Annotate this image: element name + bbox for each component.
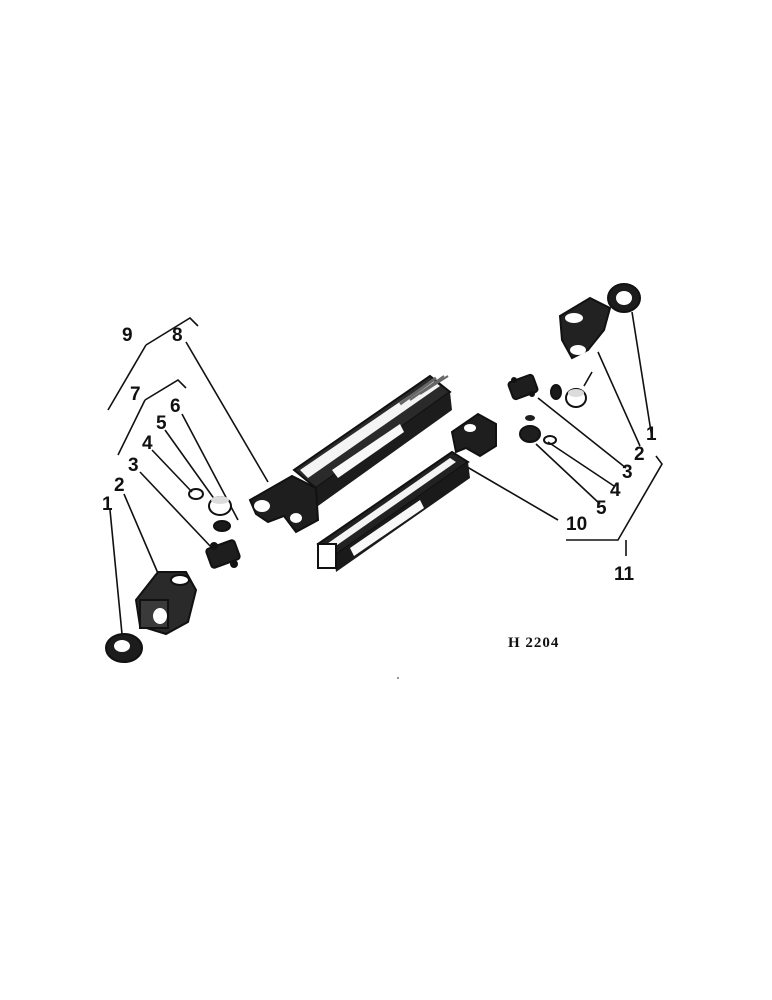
callout-right-3: 3: [622, 462, 633, 483]
left-yoke-2: [134, 571, 198, 636]
callout-9: 9: [122, 325, 133, 346]
callout-right-5: 5: [596, 498, 607, 519]
bracket-11: [566, 455, 663, 541]
leader-2: [123, 493, 161, 579]
right-cross-spider-3: [507, 373, 539, 401]
leader-3: [139, 471, 213, 549]
left-bearing-cup-5: [208, 496, 232, 516]
right-yoke-2: [558, 296, 612, 360]
callout-4: 4: [142, 433, 153, 454]
outer-shaft-tube: [292, 374, 452, 506]
right-snap-ring-4: [543, 435, 557, 445]
bracket-9: [145, 316, 199, 346]
figure-code: H 2204: [508, 635, 559, 651]
bracket-7: [144, 378, 187, 401]
callout-1: 1: [102, 494, 113, 515]
leader-r5: [535, 443, 601, 505]
shaft-yoke-10: [450, 412, 497, 458]
callout-5: 5: [156, 413, 167, 434]
leader-8: [185, 341, 269, 483]
callout-right-1: 1: [646, 424, 657, 445]
snap-ring-tab: [583, 371, 593, 387]
leader-9: [107, 344, 147, 411]
callout-6: 6: [170, 396, 181, 417]
leader-7: [117, 399, 146, 456]
right-bearing-cup-5-upper: [565, 371, 593, 408]
inner-shaft-tube: [316, 450, 470, 572]
leader-r1: [631, 311, 653, 439]
right-leader-lines: [461, 311, 663, 556]
left-leader-lines: [107, 316, 269, 635]
callout-10: 10: [566, 514, 587, 535]
callout-2: 2: [114, 475, 125, 496]
leader-10: [461, 463, 559, 521]
leader-1: [109, 509, 123, 635]
leader-5: [164, 429, 216, 501]
left-seal-ring-1: [105, 633, 143, 663]
stray-mark: [397, 677, 399, 679]
leader-r3: [537, 397, 627, 469]
leader-4: [151, 449, 193, 493]
callout-3: 3: [128, 455, 139, 476]
callout-11: 11: [614, 564, 635, 585]
leader-r4: [547, 441, 615, 487]
callout-right-4: 4: [610, 480, 621, 501]
left-cross-spider-3: [205, 539, 241, 569]
callout-7: 7: [130, 384, 141, 405]
right-seal-ring-1: [607, 283, 641, 313]
callout-right-2: 2: [634, 444, 645, 465]
left-snap-ring-4: [188, 488, 204, 500]
shaft-yoke-8: [248, 474, 320, 534]
leader-r2: [597, 351, 641, 447]
right-bearing-cup-5-lower: [519, 415, 541, 443]
right-seal-6: [550, 384, 562, 400]
callout-8: 8: [172, 325, 183, 346]
left-seal-6: [213, 520, 231, 532]
